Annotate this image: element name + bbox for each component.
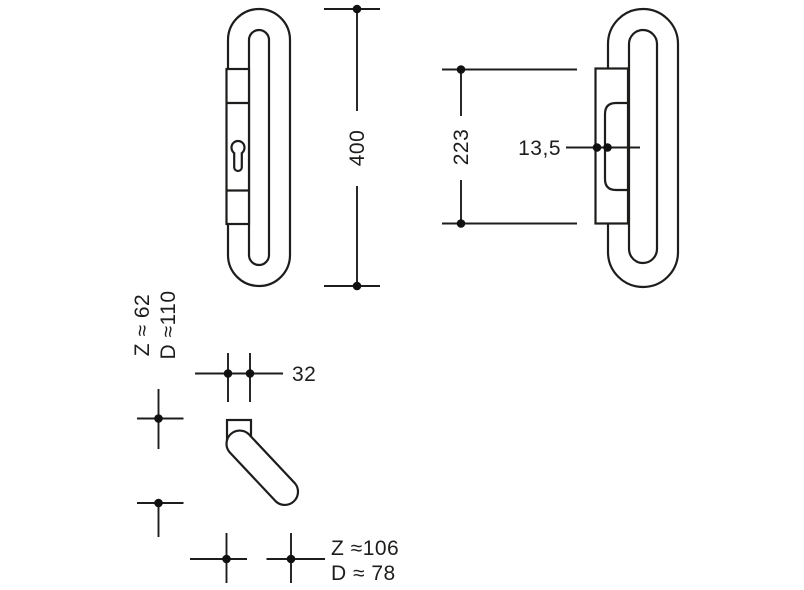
dim32-dot-left [223, 369, 233, 378]
bottom-projection-labels: Z ≈106 D ≈ 78 [331, 537, 399, 585]
dim400-label: 400 [346, 130, 369, 167]
cross1-dot [154, 414, 163, 423]
dim400-dot-bottom [352, 281, 362, 291]
register-cross-upper-left [137, 389, 184, 449]
dimension-overall-height: 400 [324, 4, 380, 291]
front-backplate [225, 67, 251, 226]
dim135-dot-right [603, 143, 612, 152]
top-view-grip [225, 429, 300, 506]
front-inner-contour [247, 28, 271, 267]
dim32-dot-right [245, 369, 255, 378]
dim400-dot-top [352, 4, 362, 14]
front-view [225, 7, 292, 288]
dim32-label: 32 [292, 363, 316, 386]
dimension-grip-width: 32 [195, 353, 316, 402]
side-view [594, 7, 680, 289]
bottom-label-z: Z ≈106 [331, 537, 399, 560]
register-cross-lower-left [137, 498, 184, 537]
left-label-d: D ≈110 [157, 290, 180, 359]
dim135-label: 13,5 [518, 137, 561, 160]
dimension-plate-thickness: 13,5 [518, 137, 640, 160]
dimension-plate-height: 223 [442, 65, 577, 228]
cross4-dot [286, 554, 296, 564]
dim223-dot-bottom [456, 219, 466, 228]
cross3-dot [222, 554, 231, 564]
cross2-dot [154, 498, 163, 508]
side-inner-contour [627, 28, 659, 265]
euro-keyhole [230, 139, 246, 173]
dim135-dot-left [592, 143, 602, 152]
left-projection-labels: Z ≈ 62 D ≈110 [131, 290, 180, 359]
dim223-dot-top [456, 65, 466, 74]
register-cross-bottom-right [266, 533, 325, 583]
top-view [225, 418, 300, 506]
bottom-label-d: D ≈ 78 [331, 562, 396, 585]
register-cross-bottom-left [190, 533, 247, 583]
dim223-label: 223 [450, 129, 473, 166]
left-label-z: Z ≈ 62 [131, 294, 154, 356]
